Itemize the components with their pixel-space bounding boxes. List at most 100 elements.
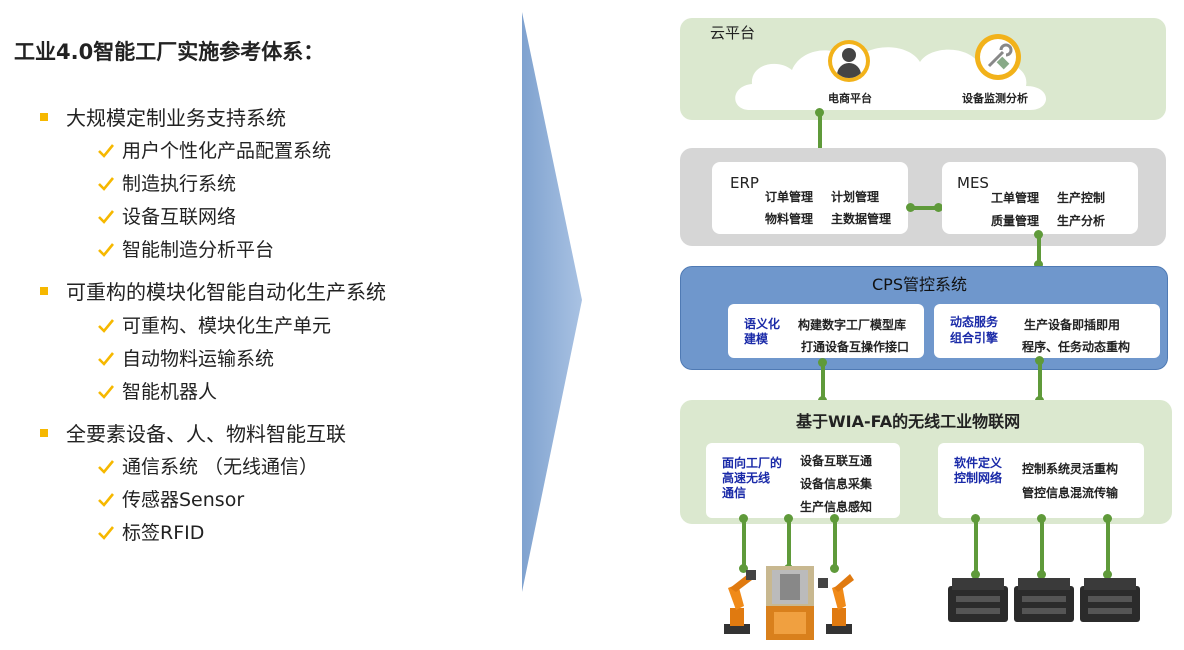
connector-dot bbox=[1037, 570, 1046, 579]
controller-icon bbox=[948, 578, 1008, 622]
connector-dot bbox=[971, 514, 980, 523]
mes-item: 工单管理 bbox=[991, 191, 1040, 205]
list-item: 通信系统 （无线通信） bbox=[98, 452, 318, 479]
list-item: 用户个性化产品配置系统 bbox=[98, 136, 331, 163]
connector-line bbox=[1106, 518, 1110, 576]
cps-left-item: 打通设备互操作接口 bbox=[801, 340, 910, 354]
connector-dot bbox=[906, 203, 915, 212]
chevron-right-icon bbox=[522, 12, 582, 592]
connector-line bbox=[742, 518, 746, 572]
list-item: 标签RFID bbox=[98, 518, 204, 545]
cloud-title: 云平台 bbox=[710, 24, 756, 42]
connector-dot bbox=[1037, 514, 1046, 523]
connector-line bbox=[818, 112, 822, 158]
iot-left-tag: 面向工厂的 bbox=[722, 456, 783, 470]
cps-right-tag: 动态服务 bbox=[950, 315, 999, 329]
iot-right-box bbox=[938, 443, 1144, 518]
check-icon bbox=[98, 240, 115, 257]
cps-left-item: 构建数字工厂模型库 bbox=[798, 318, 907, 332]
check-icon bbox=[98, 316, 115, 333]
iot-left-item: 生产信息感知 bbox=[800, 500, 873, 514]
erp-item: 计划管理 bbox=[831, 190, 880, 204]
iot-right-item: 控制系统灵活重构 bbox=[1022, 462, 1119, 476]
connector-dot bbox=[1034, 260, 1043, 269]
list-item: 自动物料运输系统 bbox=[98, 344, 274, 371]
list-item: 设备互联网络 bbox=[98, 202, 236, 229]
cps-right-item: 生产设备即插即用 bbox=[1024, 318, 1121, 332]
connector-line bbox=[821, 362, 825, 402]
cloud-item-label: 设备监测分析 bbox=[962, 92, 1028, 105]
check-icon bbox=[98, 457, 115, 474]
list-item: 制造执行系统 bbox=[98, 169, 236, 196]
check-icon bbox=[98, 349, 115, 366]
connector-dot bbox=[830, 564, 839, 573]
erp-item: 主数据管理 bbox=[831, 212, 892, 226]
connector-line bbox=[908, 206, 942, 210]
cps-left-tag: 语义化 bbox=[744, 317, 781, 331]
connector-dot bbox=[1103, 514, 1112, 523]
iot-left-tag: 通信 bbox=[722, 486, 747, 500]
list-item: 传感器Sensor bbox=[98, 485, 244, 512]
connector-line bbox=[833, 518, 837, 572]
connector-dot bbox=[815, 108, 824, 117]
group-label: 全要素设备、人、物料智能互联 bbox=[66, 422, 346, 446]
cps-left-box bbox=[728, 304, 924, 358]
connector-dot bbox=[1035, 356, 1044, 365]
robot-arm-icon bbox=[818, 574, 854, 634]
group-1: 大规模定制业务支持系统 bbox=[40, 102, 286, 131]
user-icon bbox=[828, 40, 870, 82]
mes-item: 生产分析 bbox=[1057, 214, 1106, 228]
controller-icon bbox=[1014, 578, 1074, 622]
connector-dot bbox=[1034, 230, 1043, 239]
cps-right-box bbox=[934, 304, 1160, 358]
connector-dot bbox=[830, 514, 839, 523]
mes-item: 生产控制 bbox=[1057, 191, 1106, 205]
page-title: 工业4.0智能工厂实施参考体系： bbox=[14, 40, 325, 64]
bullet-icon bbox=[40, 429, 48, 437]
iot-left-box bbox=[706, 443, 900, 518]
group-label: 可重构的模块化智能自动化生产系统 bbox=[66, 280, 386, 304]
list-item: 智能制造分析平台 bbox=[98, 235, 274, 262]
connector-dot bbox=[739, 564, 748, 573]
iot-title: 基于WIA-FA的无线工业物联网 bbox=[796, 412, 1021, 431]
connector-dot bbox=[818, 358, 827, 367]
iot-left-tag: 高速无线 bbox=[722, 471, 771, 485]
bullet-icon bbox=[40, 113, 48, 121]
connector-dot bbox=[971, 570, 980, 579]
connector-line bbox=[1037, 234, 1041, 266]
cps-right-tag: 组合引擎 bbox=[950, 331, 999, 345]
cloud-item-label: 电商平台 bbox=[828, 92, 872, 105]
check-icon bbox=[98, 207, 115, 224]
cps-title: CPS管控系统 bbox=[872, 275, 967, 294]
mes-box bbox=[942, 162, 1138, 234]
tools-icon bbox=[975, 34, 1021, 80]
iot-right-tag: 控制网络 bbox=[954, 471, 1003, 485]
check-icon bbox=[98, 523, 115, 540]
list-item: 可重构、模块化生产单元 bbox=[98, 311, 331, 338]
list-item: 智能机器人 bbox=[98, 377, 217, 404]
connector-dot bbox=[784, 514, 793, 523]
iot-left-item: 设备信息采集 bbox=[800, 477, 873, 491]
check-icon bbox=[98, 174, 115, 191]
mes-title: MES bbox=[957, 174, 989, 192]
connector-line bbox=[974, 518, 978, 576]
cps-right-item: 程序、任务动态重构 bbox=[1022, 340, 1131, 354]
controller-icon bbox=[1080, 578, 1140, 622]
machine-cell-icon bbox=[766, 566, 814, 640]
erp-title: ERP bbox=[730, 174, 759, 192]
connector-line bbox=[1038, 358, 1042, 402]
bullet-icon bbox=[40, 287, 48, 295]
robot-arm-icon bbox=[724, 570, 756, 634]
check-icon bbox=[98, 490, 115, 507]
erp-item: 物料管理 bbox=[765, 212, 814, 226]
erp-item: 订单管理 bbox=[765, 190, 814, 204]
iot-right-item: 管控信息混流传输 bbox=[1022, 486, 1119, 500]
group-2: 可重构的模块化智能自动化生产系统 bbox=[40, 276, 386, 305]
check-icon bbox=[98, 382, 115, 399]
erp-box bbox=[712, 162, 908, 234]
cloud-shape bbox=[735, 47, 1047, 110]
connector-line bbox=[1040, 518, 1044, 576]
iot-left-item: 设备互联互通 bbox=[800, 454, 873, 468]
connector-line bbox=[787, 518, 791, 572]
group-label: 大规模定制业务支持系统 bbox=[66, 106, 286, 130]
